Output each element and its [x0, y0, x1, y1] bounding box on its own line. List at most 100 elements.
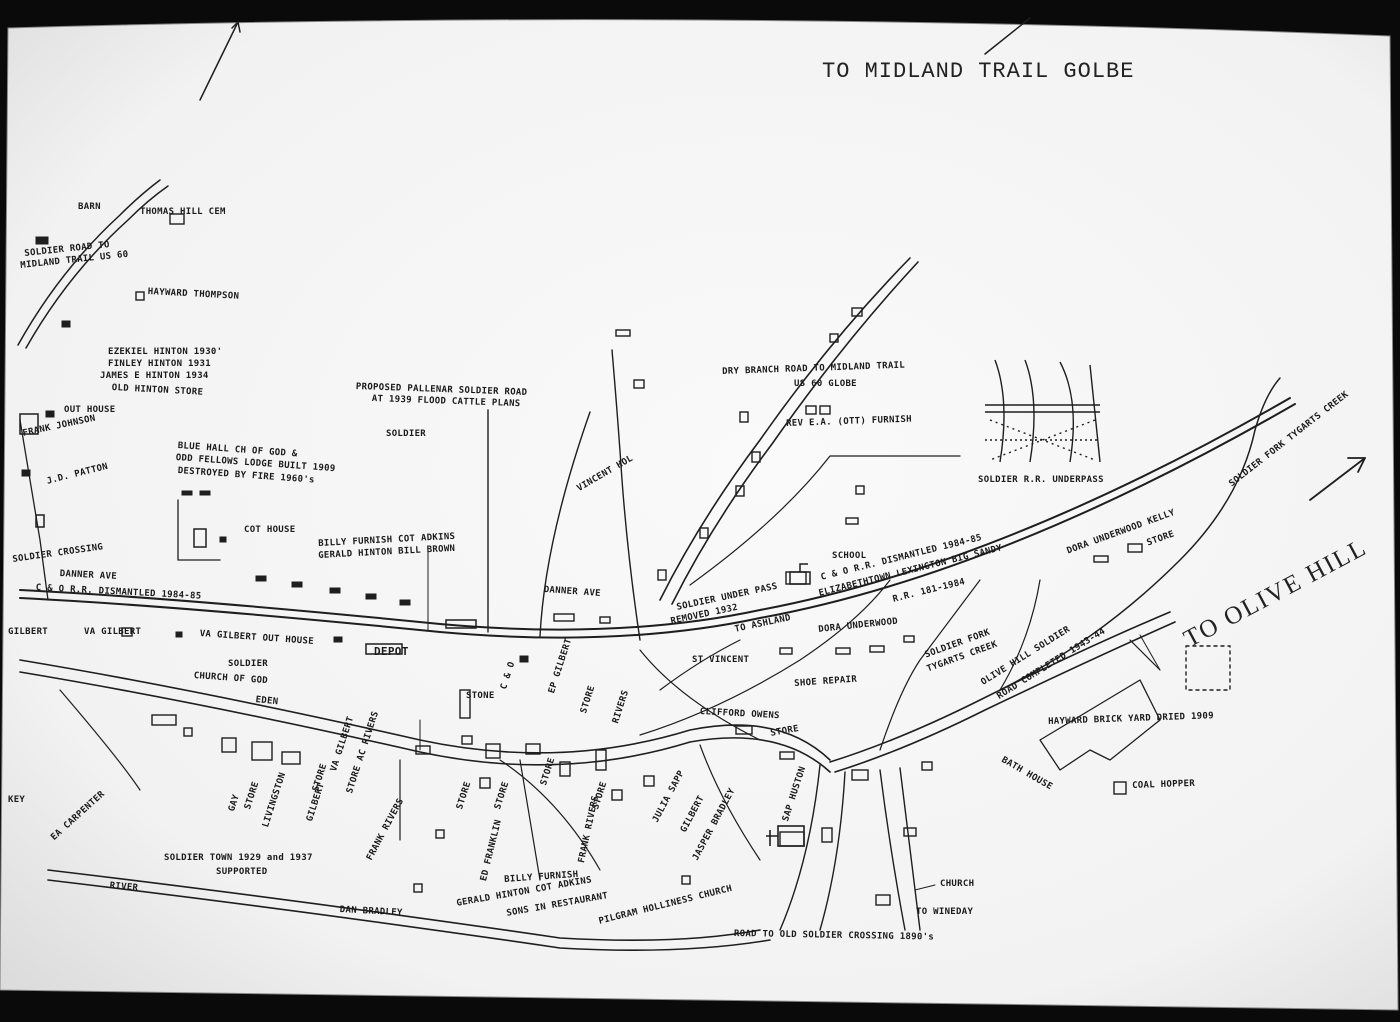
- side-street-4: [659, 639, 741, 691]
- building: [869, 645, 885, 653]
- building: [553, 613, 575, 622]
- building: [193, 528, 207, 548]
- to-wineday-label: TO WINEDAY: [916, 907, 974, 917]
- barn-label: BARN: [78, 202, 101, 212]
- building: [121, 627, 133, 637]
- building: [819, 405, 831, 415]
- building: [851, 769, 869, 781]
- side-street-6: [639, 649, 761, 741]
- building: [399, 599, 411, 606]
- dry-branch-road: [659, 257, 919, 605]
- building: [519, 655, 529, 663]
- brick-yard-outline: [1039, 679, 1161, 771]
- blue-hall-outline: [177, 499, 221, 561]
- building: [599, 616, 611, 624]
- building: [35, 514, 45, 528]
- stone-label: STONE: [466, 691, 495, 701]
- building: [251, 741, 273, 761]
- building: [333, 636, 343, 643]
- side-street-12: [1129, 639, 1161, 671]
- building: [151, 714, 177, 726]
- building: [805, 405, 817, 415]
- james-hinton-label: JAMES E HINTON 1934: [100, 371, 209, 381]
- building: [281, 751, 301, 765]
- building: [779, 751, 795, 760]
- building: [19, 413, 39, 435]
- north-arrow-line: [199, 21, 239, 101]
- side-street-2: [519, 759, 541, 881]
- map-title: TO MIDLAND TRAIL GOLBE: [822, 59, 1135, 84]
- building: [479, 777, 491, 789]
- va-gilbert-label: VA GILBERT: [84, 627, 142, 637]
- building: [291, 581, 303, 588]
- building: [643, 775, 655, 787]
- building: [415, 745, 431, 755]
- building: [199, 490, 211, 496]
- out-house-west-label: OUT HOUSE: [64, 405, 116, 415]
- building: [459, 689, 471, 719]
- building: [681, 875, 691, 885]
- building: [855, 485, 865, 495]
- building: [875, 894, 891, 906]
- building: [821, 827, 833, 843]
- finley-hinton-label: FINLEY HINTON 1931: [108, 359, 211, 369]
- building: [595, 749, 607, 771]
- northeast-line: [984, 17, 1031, 55]
- dry-branch-label-2: US 60 GLOBE: [794, 379, 857, 389]
- building: [135, 291, 145, 301]
- building: [1127, 543, 1143, 553]
- building: [61, 320, 71, 328]
- building: [183, 727, 193, 737]
- underpass-sketch: [985, 359, 1101, 463]
- building: [365, 593, 377, 600]
- cot-house-label: COT HOUSE: [244, 525, 296, 535]
- building: [413, 883, 423, 893]
- road-west-branch: [539, 411, 591, 637]
- dotted-building: [1185, 645, 1231, 691]
- olive-hill-arrow: [1309, 457, 1366, 501]
- building: [175, 631, 183, 638]
- building: [699, 527, 709, 539]
- side-street-5: [699, 744, 761, 861]
- st-vincent-label: ST VINCENT: [692, 655, 750, 665]
- ezekiel-hinton-label: EZEKIEL HINTON 1930': [108, 347, 223, 357]
- road-wineday: [879, 767, 921, 931]
- olive-hill-road: [829, 611, 1176, 773]
- building: [851, 307, 863, 317]
- soldier-town-label-1: SOLDIER TOWN 1929 and 1937: [164, 853, 313, 863]
- vincent-hol-road: [611, 349, 641, 641]
- building: [35, 236, 49, 245]
- building: [365, 643, 403, 655]
- building: [657, 569, 667, 581]
- soldier-road-nw: [17, 179, 169, 349]
- building: [829, 333, 839, 343]
- thomas-hill-cem-label: THOMAS HILL CEM: [140, 207, 226, 217]
- building: [221, 737, 237, 753]
- building: [845, 517, 859, 525]
- paper-sheet: [0, 19, 1399, 1011]
- church-east-label: CHURCH: [940, 879, 975, 889]
- building: [633, 379, 645, 389]
- railroad-line: [19, 397, 1296, 639]
- building: [1113, 781, 1127, 795]
- building: [45, 410, 55, 418]
- building: [735, 485, 745, 497]
- building: [435, 829, 445, 839]
- building: [739, 411, 749, 423]
- road-old-crossing: [779, 764, 846, 931]
- side-street-7: [999, 579, 1041, 691]
- soldier-church-label: SOLDIER: [228, 659, 269, 669]
- leader-line-4: [914, 884, 936, 891]
- building: [461, 735, 473, 745]
- building: [445, 619, 477, 629]
- church-symbol: [766, 825, 805, 847]
- building: [903, 635, 915, 643]
- building: [751, 451, 761, 463]
- side-street-10: [59, 689, 141, 791]
- soldier-label: SOLDIER: [386, 429, 427, 439]
- school-symbol: [789, 563, 811, 585]
- building: [219, 536, 227, 543]
- building: [615, 329, 631, 337]
